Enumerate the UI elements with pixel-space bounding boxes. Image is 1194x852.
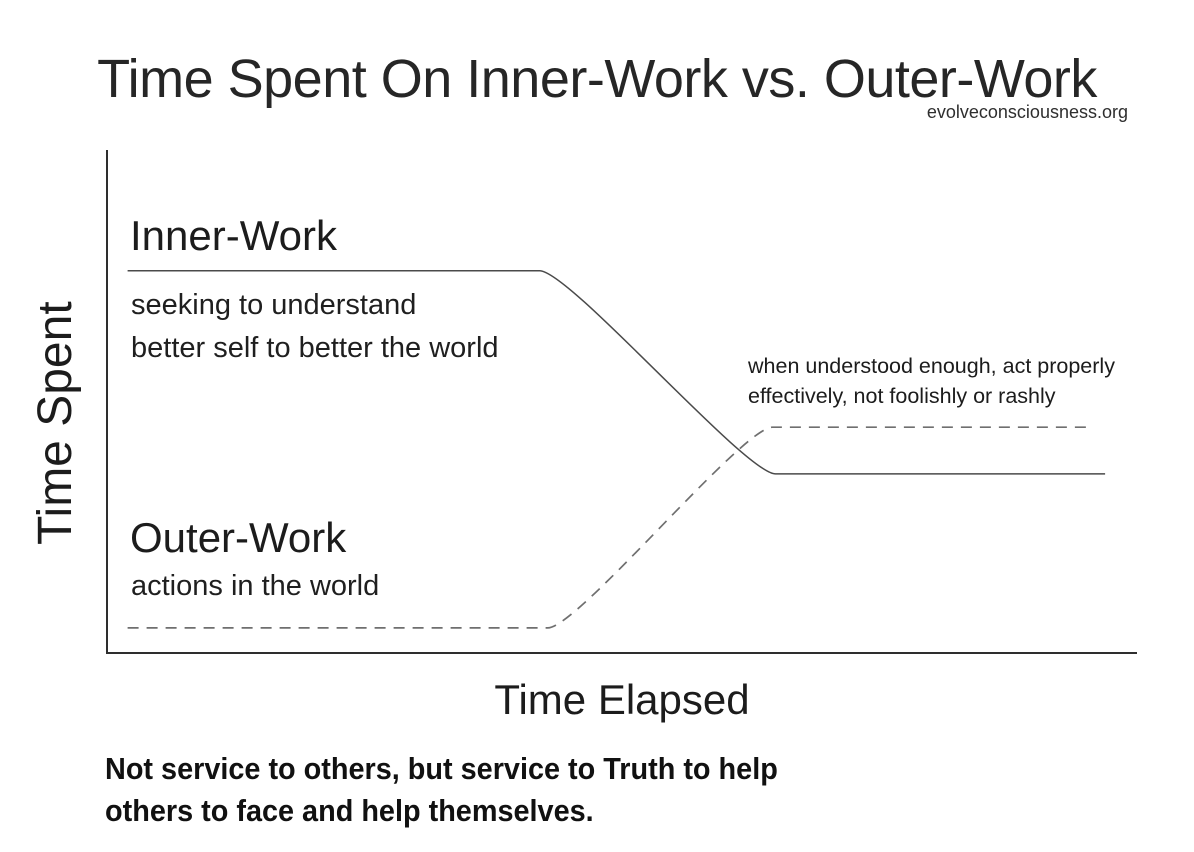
inner-work-description-line1: seeking to understand [131, 289, 417, 321]
inner-work-description-line2: better self to better the world [131, 331, 499, 364]
annotation-note: when understood enough, act properly eff… [748, 352, 1115, 411]
x-axis-label: Time Elapsed [494, 676, 750, 723]
outer-work-line [127, 426, 1092, 629]
axes [106, 150, 1137, 654]
page-title: Time Spent On Inner-Work vs. Outer-Work [97, 49, 1097, 109]
annotation-line2: effectively, not foolishly or rashly [748, 383, 1056, 408]
outer-work-description-line1: actions in the world [131, 570, 380, 602]
inner-work-label: Inner-Work [130, 212, 337, 259]
footer-note: Not service to others, but service to Tr… [105, 748, 778, 832]
y-axis-label: Time Spent [29, 301, 82, 545]
outer-work-description: actions in the world [131, 565, 379, 608]
footer-note-line2: others to face and help themselves. [105, 793, 594, 829]
inner-work-line [127, 269, 1106, 475]
outer-work-label: Outer-Work [130, 514, 347, 561]
inner-work-description: seeking to understand better self to bet… [131, 284, 499, 370]
annotation-line1: when understood enough, act properly [748, 354, 1115, 378]
site-attribution: evolveconsciousness.org [926, 102, 1128, 122]
footer-note-line1: Not service to others, but service to Tr… [105, 751, 778, 786]
